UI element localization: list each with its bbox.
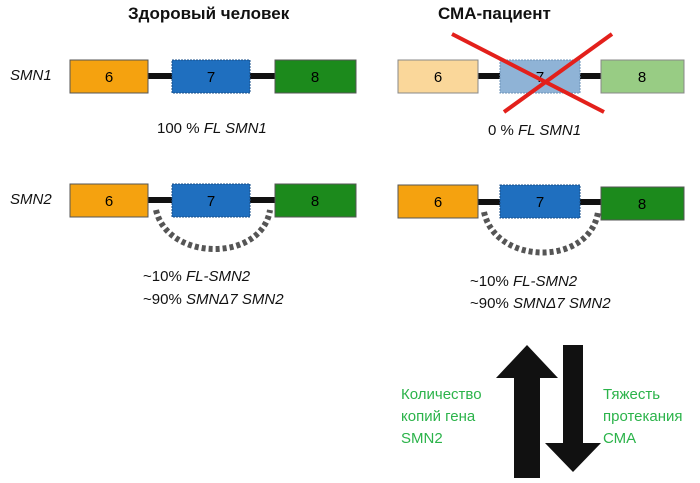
caption-pct: ~90% bbox=[470, 295, 513, 312]
caption-healthy-smn1: 100 % FL SMN1 bbox=[157, 120, 267, 137]
exon-6-label: 6 bbox=[434, 194, 442, 211]
title-healthy: Здоровый человек bbox=[128, 4, 290, 23]
exon-7 bbox=[171, 183, 251, 218]
caption-pct: ~90% bbox=[143, 291, 186, 308]
caption-sma-smn1: 0 % FL SMN1 bbox=[488, 122, 581, 139]
healthy-smn1-gene: 6 7 8 bbox=[69, 59, 357, 94]
healthy-smn2-gene: 6 7 8 bbox=[69, 183, 357, 252]
caption-gene: FL SMN1 bbox=[203, 120, 267, 137]
caption-pct: 100 % bbox=[157, 120, 204, 137]
skip-exon7-arc bbox=[481, 211, 601, 256]
label-sma-severity: Тяжесть протекания СМА bbox=[603, 384, 683, 450]
label-line: копий гена bbox=[401, 408, 476, 425]
cross-out-line-1 bbox=[451, 32, 605, 114]
exon-8-label: 8 bbox=[311, 193, 319, 210]
exon-6 bbox=[69, 59, 149, 94]
caption-pct: ~10% bbox=[143, 268, 186, 285]
row-label-smn1: SMN1 bbox=[10, 67, 52, 84]
exon-8-label: 8 bbox=[311, 69, 319, 86]
caption-pct: 0 % bbox=[488, 122, 519, 139]
caption-gene: SMNΔ7 SMN2 bbox=[512, 295, 611, 312]
title-sma-patient: СМА-пациент bbox=[438, 4, 551, 23]
sma-smn1-gene: 6 7 8 bbox=[397, 32, 685, 114]
exon-6-label: 6 bbox=[434, 69, 442, 86]
row-label-smn2: SMN2 bbox=[10, 191, 52, 208]
cross-out-line-2 bbox=[502, 32, 614, 114]
exon-8-faded bbox=[600, 59, 685, 94]
label-line: SMN2 bbox=[401, 430, 443, 447]
label-line: СМА bbox=[603, 430, 637, 447]
exon-7 bbox=[171, 59, 251, 94]
exon-8 bbox=[600, 186, 685, 221]
exon-7-label: 7 bbox=[207, 69, 215, 86]
caption-gene: SMNΔ7 SMN2 bbox=[185, 291, 284, 308]
caption-healthy-smn2-line2: ~90% SMNΔ7 SMN2 bbox=[143, 291, 284, 308]
caption-gene: FL-SMN2 bbox=[185, 268, 251, 285]
caption-gene: FL SMN1 bbox=[518, 122, 582, 139]
exon-8 bbox=[274, 59, 357, 94]
exon-8 bbox=[274, 183, 357, 218]
caption-sma-smn2-line1: ~10% FL-SMN2 bbox=[470, 273, 577, 290]
exon-6-label: 6 bbox=[105, 69, 113, 86]
label-line: Тяжесть bbox=[603, 386, 661, 403]
label-line: Количество bbox=[401, 386, 482, 403]
exon-6 bbox=[69, 183, 149, 218]
exon-6-faded bbox=[397, 59, 479, 94]
exon-8-label: 8 bbox=[638, 196, 646, 213]
exon-7-label: 7 bbox=[207, 193, 215, 210]
arrow-up-icon bbox=[496, 345, 558, 478]
exon-6-label: 6 bbox=[105, 193, 113, 210]
caption-healthy-smn2-line1: ~10% FL-SMN2 bbox=[143, 268, 250, 285]
caption-sma-smn2-line2: ~90% SMNΔ7 SMN2 bbox=[470, 295, 611, 312]
label-line: протекания bbox=[603, 408, 683, 425]
sma-smn2-gene: 6 7 8 bbox=[397, 184, 685, 256]
label-smn2-copy-number: Количество копий гена SMN2 bbox=[401, 384, 482, 450]
exon-7 bbox=[499, 184, 581, 219]
exon-6 bbox=[397, 184, 479, 219]
arrow-down-icon bbox=[545, 345, 601, 472]
exon-7-label: 7 bbox=[536, 194, 544, 211]
caption-pct: ~10% bbox=[470, 273, 513, 290]
exon-8-label: 8 bbox=[638, 69, 646, 86]
caption-gene: FL-SMN2 bbox=[512, 273, 578, 290]
